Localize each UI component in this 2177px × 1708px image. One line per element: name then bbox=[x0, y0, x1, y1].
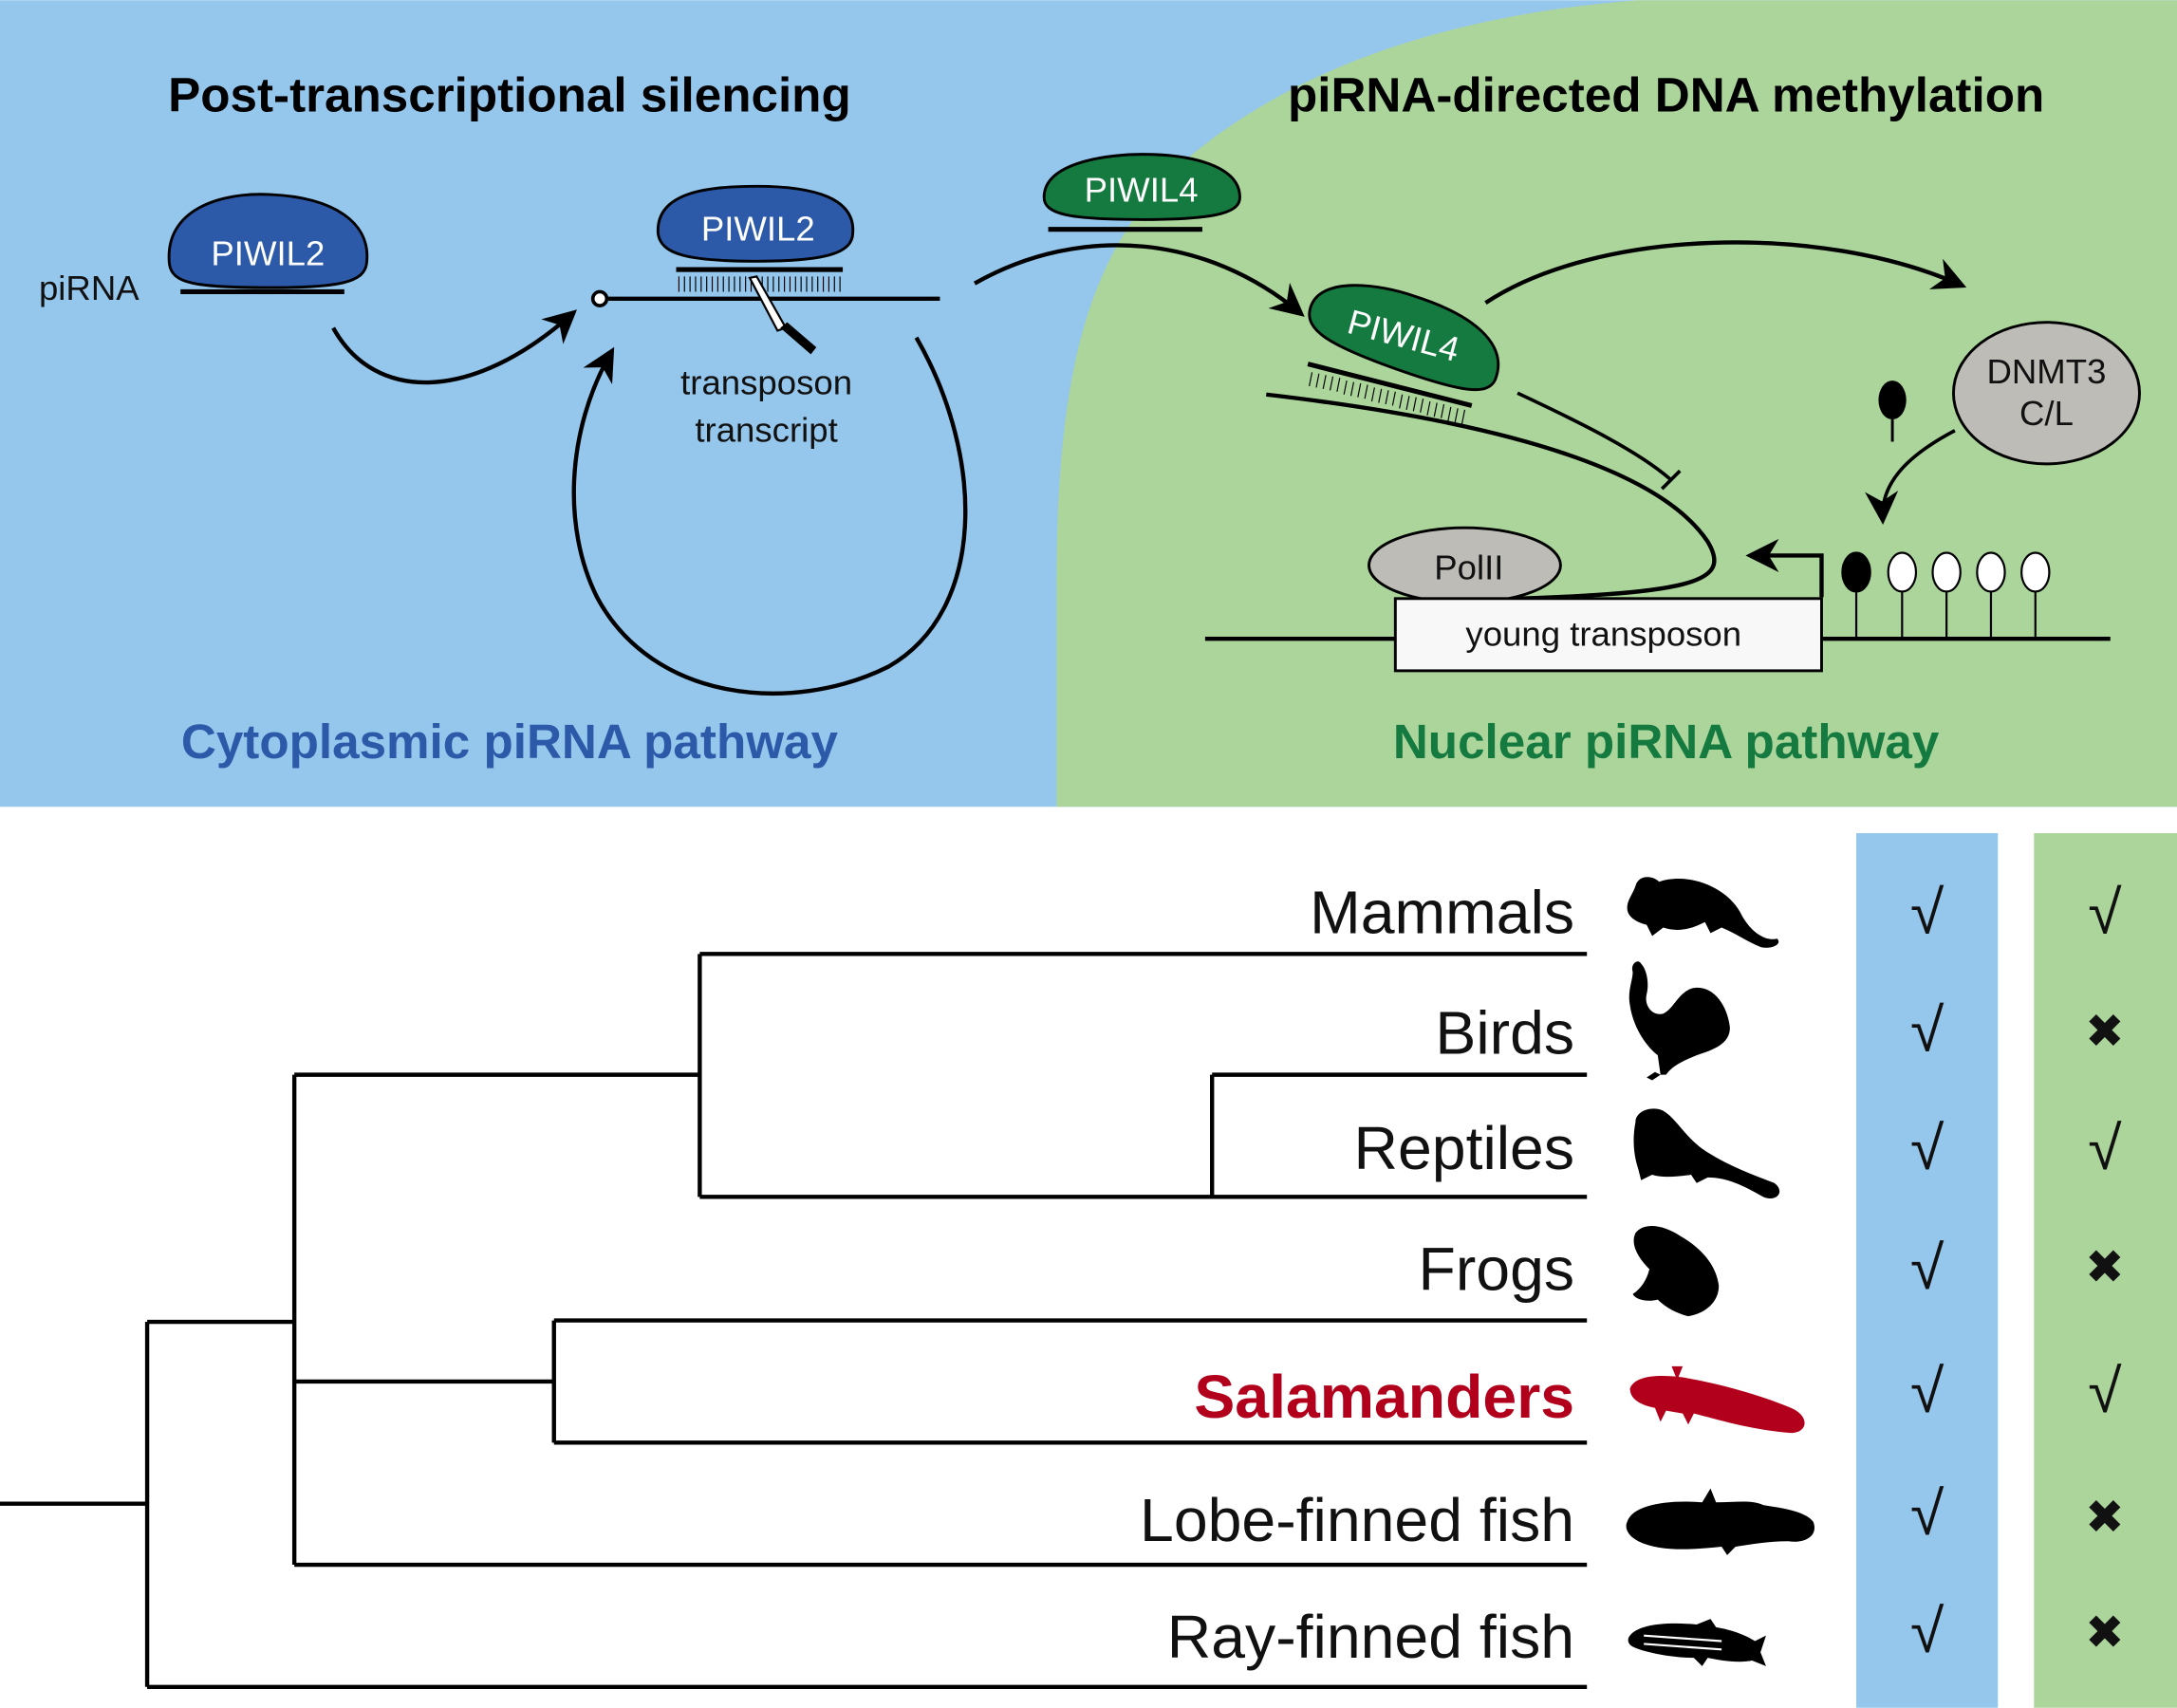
taxon-label: Lobe-finned fish bbox=[1140, 1486, 1574, 1554]
mouse-silhouette-icon bbox=[1627, 877, 1779, 948]
nuclear-status: √ bbox=[2088, 1114, 2122, 1182]
taxon-row-lobe-finned-fish: Lobe-finned fish √ ✖ bbox=[1140, 1479, 2125, 1555]
cytoplasmic-status: √ bbox=[1910, 1597, 1944, 1665]
taxon-row-frogs: Frogs √ ✖ bbox=[1419, 1225, 2125, 1317]
cytoplasmic-presence-column bbox=[1856, 833, 1999, 1708]
nascent-transcript bbox=[1266, 392, 1717, 603]
nuclear-status: ✖ bbox=[2085, 1004, 2125, 1057]
top-panel: Post-transcriptional silencing piRNA-dir… bbox=[0, 0, 2177, 808]
taxon-label: Ray-finned fish bbox=[1167, 1603, 1574, 1671]
taxon-row-reptiles: Reptiles √ √ bbox=[1354, 1108, 2122, 1198]
methylation-arrow bbox=[1865, 429, 1956, 525]
slicer-knife-icon bbox=[748, 275, 817, 355]
dnmt3-cl-label: C/L bbox=[2019, 394, 2074, 433]
nuclear-status: ✖ bbox=[2085, 1606, 2125, 1659]
ping-pong-loop-arrow bbox=[571, 336, 968, 696]
footer-cytoplasmic-pathway: Cytoplasmic piRNA pathway bbox=[181, 715, 839, 769]
dnmt3cl-protein: DNMT3 C/L bbox=[1951, 321, 2141, 466]
transcript-label-line1: transposon bbox=[680, 363, 852, 402]
heading-post-transcriptional: Post-transcriptional silencing bbox=[168, 67, 851, 121]
cpg-site-methylated bbox=[1841, 551, 1871, 640]
taxon-row-birds: Birds √ ✖ bbox=[1435, 961, 2125, 1081]
methyl-donor-lollipop bbox=[1878, 381, 1907, 442]
cytoplasmic-status: √ bbox=[1910, 1357, 1944, 1425]
lizard-silhouette-icon bbox=[1633, 1108, 1780, 1198]
piwil4-free-label: PIWIL4 bbox=[1085, 170, 1199, 209]
piwil4-free-protein: PIWIL4 bbox=[1042, 153, 1241, 221]
cytoplasmic-status: √ bbox=[1910, 878, 1944, 946]
rooster-silhouette-icon bbox=[1628, 961, 1730, 1081]
cpg-site-unmethylated bbox=[1976, 551, 2006, 640]
cpg-methylation-sites bbox=[1841, 551, 2051, 640]
pirna-label: piRNA bbox=[39, 269, 140, 307]
piwil4-bound-pirna-strand bbox=[1307, 362, 1473, 408]
transcript-label-line2: transcript bbox=[695, 410, 837, 449]
taxon-label: Frogs bbox=[1419, 1235, 1575, 1303]
cytoplasmic-status: √ bbox=[1910, 996, 1944, 1065]
nuclear-base-pairing-ticks bbox=[1309, 372, 1466, 424]
recruitment-arrow bbox=[1484, 240, 1967, 306]
cytoplasmic-status: √ bbox=[1910, 1479, 1944, 1548]
transcript-5prime-cap bbox=[590, 289, 609, 307]
base-pairing-ticks bbox=[678, 276, 841, 292]
nucleus-background bbox=[1056, 0, 2177, 808]
piwil2-bound-label: PIWIL2 bbox=[701, 209, 815, 248]
piwil2-bound-protein: PIWIL2 bbox=[656, 184, 855, 263]
piwil2-free-protein: PIWIL2 bbox=[167, 193, 369, 289]
young-transposon-label: young transposon bbox=[1465, 615, 1741, 654]
nuclear-status: ✖ bbox=[2085, 1490, 2125, 1543]
taxon-label-highlighted: Salamanders bbox=[1194, 1363, 1574, 1431]
taxon-label: Mammals bbox=[1310, 878, 1574, 946]
bottom-panel: Mammals √ √ Birds √ ✖ Reptiles √ √ bbox=[0, 833, 2177, 1708]
cytoplasmic-status: √ bbox=[1910, 1114, 1944, 1182]
frog-silhouette-icon bbox=[1632, 1225, 1720, 1317]
nuclear-status: √ bbox=[2088, 878, 2122, 946]
inhibition-bar-connector bbox=[1516, 391, 1672, 481]
cytoplasmic-status: √ bbox=[1910, 1234, 1944, 1302]
loading-arrow bbox=[331, 309, 578, 385]
nuclear-import-arrow bbox=[973, 243, 1305, 317]
cpg-site-unmethylated bbox=[1887, 551, 1918, 640]
cpg-site-unmethylated bbox=[1931, 551, 1962, 640]
polii-label: PolII bbox=[1434, 548, 1503, 586]
heading-dna-methylation: piRNA-directed DNA methylation bbox=[1288, 67, 2044, 121]
nuclear-status: √ bbox=[2088, 1357, 2122, 1425]
phylogenetic-tree bbox=[0, 952, 1588, 1690]
zebrafish-silhouette-icon bbox=[1628, 1619, 1766, 1666]
taxon-label: Birds bbox=[1435, 999, 1574, 1068]
polii-enzyme: PolII bbox=[1368, 526, 1562, 604]
taxon-row-mammals: Mammals √ √ bbox=[1310, 877, 2122, 948]
piwil2-free-label: PIWIL2 bbox=[211, 234, 325, 273]
young-transposon-gene: young transposon bbox=[1393, 597, 1823, 673]
nuclear-status: ✖ bbox=[2085, 1240, 2125, 1293]
coelacanth-silhouette-icon bbox=[1626, 1488, 1815, 1555]
taxon-row-ray-finned-fish: Ray-finned fish √ ✖ bbox=[1167, 1597, 2125, 1671]
footer-nuclear-pathway: Nuclear piRNA pathway bbox=[1393, 715, 1940, 769]
dnmt3-label: DNMT3 bbox=[1987, 352, 2107, 391]
taxon-label: Reptiles bbox=[1354, 1114, 1575, 1182]
piwil4-bound-protein: PIWIL4 bbox=[1308, 284, 1500, 392]
nuclear-presence-column bbox=[2034, 833, 2177, 1708]
axolotl-silhouette-icon bbox=[1629, 1365, 1805, 1434]
cpg-site-unmethylated bbox=[2020, 551, 2051, 640]
taxon-row-salamanders: Salamanders √ √ bbox=[1194, 1357, 2122, 1434]
transcription-start-arrow bbox=[1745, 538, 1824, 598]
inhibition-bar bbox=[1660, 469, 1682, 491]
